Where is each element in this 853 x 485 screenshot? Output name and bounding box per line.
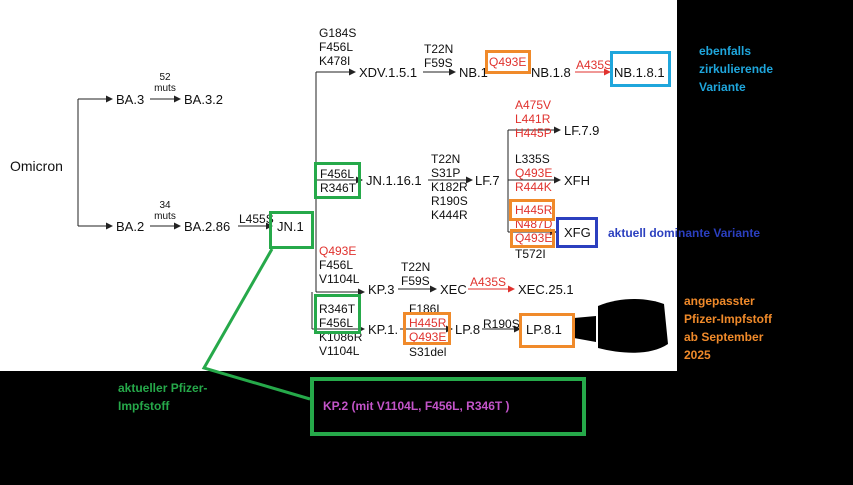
label-l455s: L455S — [239, 212, 274, 226]
note-xfg: aktuell dominante Variante — [608, 226, 761, 240]
jn1161-mutations: F456L R346T — [320, 167, 357, 195]
lf79-mutations: A475V L441R H445P — [515, 98, 552, 140]
xec-mutations: T22N F59S — [401, 260, 431, 288]
kp2-box-label: KP.2 (mit V1104L, F456L, R346T ) — [323, 399, 510, 413]
node-jn1161: JN.1.16.1 — [366, 173, 422, 188]
highlight-xfg — [556, 217, 598, 248]
label-a435s-xec: A435S — [470, 275, 507, 289]
node-lp8: LP.8 — [455, 322, 481, 337]
node-xfg: XFG — [564, 225, 591, 240]
redaction-scribble — [598, 299, 668, 353]
node-lf79: LF.7.9 — [564, 123, 600, 138]
lp8-mutations: H445R Q493E — [409, 316, 447, 344]
highlight-lp81 — [519, 313, 575, 348]
node-ba32: BA.3.2 — [184, 92, 224, 107]
node-xfh: XFH — [564, 173, 590, 188]
node-xec251: XEC.25.1 — [518, 282, 574, 297]
node-ba2: BA.2 — [116, 219, 145, 234]
highlight-kp1-muts — [314, 294, 361, 334]
note-nb181: ebenfalls zirkulierende Variante — [699, 44, 774, 94]
node-lf7: LF.7 — [475, 173, 500, 188]
highlight-q493e-nb — [485, 50, 531, 74]
node-xdv: XDV.1.5.1 — [359, 65, 418, 80]
highlight-jn1161-muts — [314, 162, 361, 199]
node-nb1: NB.1 — [459, 65, 488, 80]
xfh-mutations: L335S Q493E R444K — [515, 152, 553, 194]
diagram-panel — [0, 0, 677, 371]
kp1-mutations: R346T F456L K1086R V1104L — [319, 302, 363, 358]
highlight-h445r-xfg — [509, 199, 555, 221]
node-jn1: JN.1 — [277, 219, 304, 234]
label-a435s-nb: A435S — [576, 58, 613, 72]
label-r190s: R190S — [483, 317, 520, 331]
lf7-mutations: T22N S31P K182R R190S K444R — [431, 152, 468, 222]
node-kp1: KP.1. — [368, 322, 399, 337]
node-kp3: KP.3 — [368, 282, 395, 297]
xdv-mutations: G184S F456L K478I — [319, 26, 357, 68]
highlight-q493e-xfg — [510, 229, 555, 248]
nb1-mutations: T22N F59S — [424, 42, 454, 70]
highlight-nb181 — [610, 51, 671, 87]
node-xec: XEC — [440, 282, 467, 297]
note-lp81: angepasster Pfizer-Impfstoff ab Septembe… — [684, 294, 772, 362]
node-ba286: BA.2.86 — [184, 219, 231, 234]
node-lp81: LP.8.1 — [526, 322, 562, 337]
kp2-box: KP.2 (mit V1104L, F456L, R346T ) — [310, 377, 586, 436]
highlight-jn1 — [269, 211, 314, 249]
note-current-vaccine: aktueller Pfizer- Impfstoff — [118, 381, 208, 413]
redaction-scribble-left — [574, 316, 596, 342]
node-nb181: NB.1.8.1 — [614, 65, 665, 80]
pointer-line — [201, 248, 311, 401]
label-q493e-nb: Q493E — [489, 55, 527, 69]
node-nb18: NB.1.8 — [531, 65, 571, 80]
label-s31del: S31del — [409, 345, 447, 359]
node-omicron: Omicron — [10, 158, 63, 174]
node-ba3: BA.3 — [116, 92, 145, 107]
highlight-lp8-muts — [403, 312, 451, 345]
label-t572i: T572I — [515, 247, 546, 261]
kp3-mutations: Q493E F456L V1104L — [319, 244, 360, 286]
